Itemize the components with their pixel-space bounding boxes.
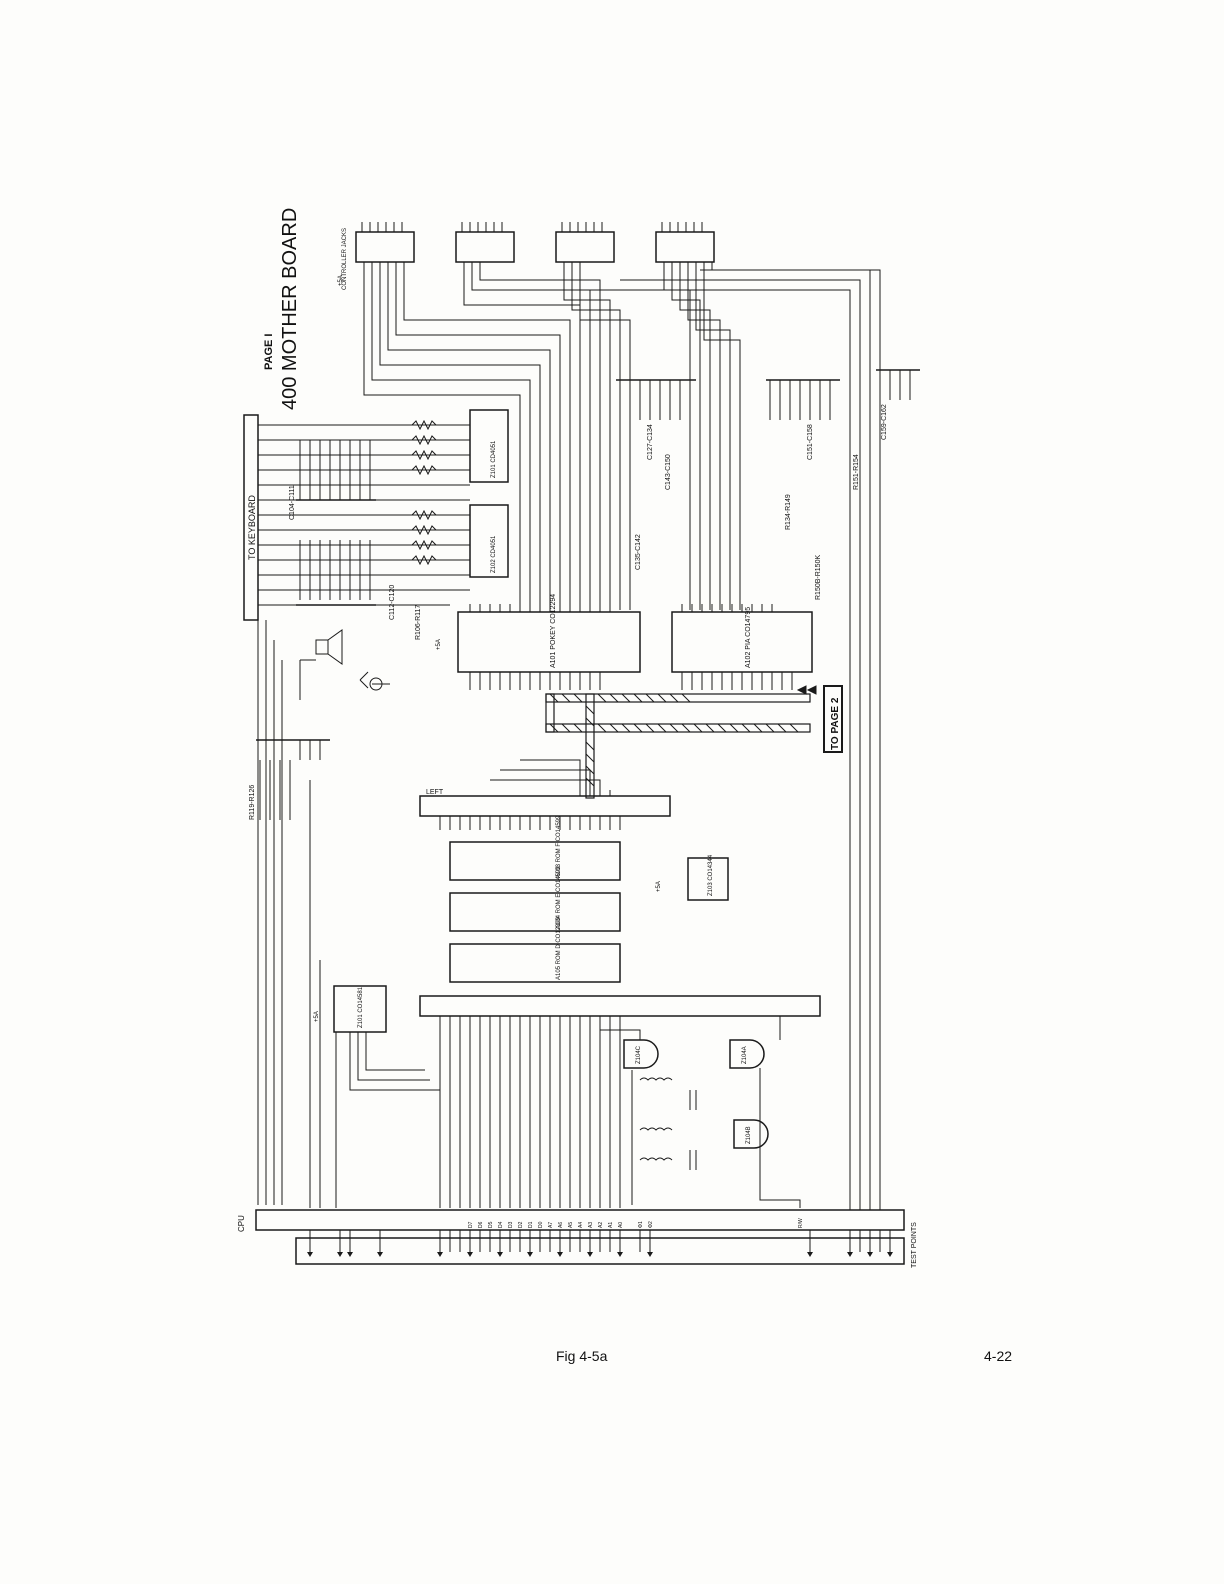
cpu-pin-phi2: Φ2 [648, 1221, 654, 1228]
gate-z104b [733, 1119, 769, 1149]
keyboard-capacitors [296, 440, 376, 606]
cpu-pin-d0: D0 [538, 1221, 544, 1228]
chip-pia [671, 611, 813, 673]
address-lines [309, 780, 621, 1208]
board-title: 400 MOTHER BOARD [279, 208, 301, 410]
chip-z101-decoder [333, 985, 387, 1033]
chip-rom-d [449, 943, 621, 983]
gate-z104a-label: Z104A [742, 1046, 748, 1064]
page2-arrows [796, 685, 817, 695]
cpu-pin-d7: D7 [468, 1221, 474, 1228]
clock-circuit [599, 1016, 801, 1208]
chip-z102-keyboard-label: Z102 CD4051 [491, 535, 497, 573]
label-c151-c158: C151-C158 [807, 424, 814, 460]
label-c127-c134: C127-C134 [647, 424, 654, 460]
chip-rom-e-label: A104 ROM E CO14599 [556, 866, 562, 929]
speaker-circuit [299, 629, 390, 700]
cpu-pin-d6: D6 [478, 1221, 484, 1228]
cpu-pin-a4: A4 [578, 1222, 584, 1228]
jack-pin-lines [361, 222, 703, 232]
cpu-pin-a0: A0 [618, 1222, 624, 1228]
to-page-2-box [823, 685, 843, 753]
chip-pokey [457, 611, 641, 673]
capacitor-bank-top [616, 369, 920, 420]
cpu-pin-labels: A0 A1 A2 A3 A4 A5 A6 A7 D0 D1 D2 D3 D4 D… [468, 1218, 804, 1228]
cartridge-pins [439, 759, 621, 830]
label-r150b-r150k: R150B-R150K [815, 555, 822, 600]
test-points-label: TEST POINTS [911, 1222, 918, 1268]
gate-z104a [729, 1039, 765, 1069]
keyboard-connector [243, 414, 259, 621]
label-c159-c162: C159-C162 [881, 404, 888, 440]
cpu-pin-a1: A1 [608, 1222, 614, 1228]
chip-pokey-label: A101 POKEY CO12294 [550, 594, 557, 668]
supply-label-1: +5A [338, 275, 344, 286]
cpu-pin-d4: D4 [498, 1221, 504, 1228]
chip-rom-d-label: A105 ROM D CO12399 [556, 916, 562, 980]
cartridge-left-label: LEFT [426, 789, 444, 796]
label-c112-c120: C112-C120 [389, 585, 396, 620]
figure-caption: Fig 4-5a [556, 1348, 608, 1364]
page-label: PAGE I [263, 334, 275, 370]
address-connector [419, 995, 821, 1017]
cpu-label: CPU [237, 1215, 246, 1232]
chip-z102-keyboard [469, 504, 509, 578]
controller-jack-2 [455, 231, 515, 263]
gate-z104c [623, 1039, 659, 1069]
chip-z103-label: Z103 CO14344 [708, 854, 714, 896]
cpu-pin-d3: D3 [508, 1221, 514, 1228]
data-bus [545, 693, 811, 799]
chip-rom-f-label: A103 ROM F CO14599 [556, 815, 562, 878]
label-r151-r154: R151-R154 [853, 454, 860, 490]
cpu-pin-a6: A6 [558, 1222, 564, 1228]
pokey-pin-ticks [469, 604, 611, 690]
label-c135-c142: C135-C142 [635, 534, 642, 570]
controller-jacks-label: CONTROLLER JACKS [342, 228, 348, 290]
cpu-pin-a2: A2 [598, 1222, 604, 1228]
supply-label-3: +5A [656, 881, 662, 892]
cpu-pin-a7: A7 [548, 1222, 554, 1228]
pia-pin-ticks [681, 604, 793, 690]
cpu-pin-d5: D5 [488, 1221, 494, 1228]
resistor-bank-left [256, 606, 330, 1205]
chip-z103 [687, 857, 729, 901]
cartridge-left-connector [419, 795, 671, 817]
controller-jack-3 [555, 231, 615, 263]
jack-output-lines [363, 262, 881, 1210]
gate-z104b-label: Z104B [746, 1126, 752, 1144]
cpu-pin-a5: A5 [568, 1222, 574, 1228]
keyboard-connector-label: TO KEYBOARD [247, 495, 257, 560]
cpu-pin-d2: D2 [518, 1221, 524, 1228]
gate-z104c-label: Z104C [636, 1045, 642, 1064]
test-point-arrows [309, 1230, 891, 1252]
supply-label-2: +5A [436, 639, 442, 650]
label-r119-r126: R119-R126 [249, 785, 256, 820]
label-r134-r149: R134-R149 [785, 494, 792, 530]
label-c143-c150: C143-C150 [665, 454, 672, 490]
cpu-pin-phi1: Φ1 [638, 1221, 644, 1228]
chip-z101-keyboard [469, 409, 509, 483]
chip-rom-f [449, 841, 621, 881]
arrow-heads [307, 1252, 893, 1257]
keyboard-resistors [411, 419, 437, 566]
chip-rom-e [449, 892, 621, 932]
controller-jack-1 [355, 231, 415, 263]
controller-jack-4 [655, 231, 715, 263]
cpu-pin-a3: A3 [588, 1222, 594, 1228]
page-number: 4-22 [984, 1348, 1013, 1364]
chip-pia-label: A102 PIA CO14795 [745, 607, 752, 668]
to-page-2-label: TO PAGE 2 [830, 697, 841, 750]
label-c104-c111: C104-C111 [289, 485, 296, 520]
chip-z101-decoder-label: Z101 CO14581 [358, 986, 364, 1028]
cpu-pin-d1: D1 [528, 1221, 534, 1228]
label-r106-r117: R106-R117 [415, 605, 422, 640]
supply-label-4: +5A [314, 1011, 320, 1022]
cpu-pin-rw: R/W [798, 1218, 804, 1228]
chip-z101-keyboard-label: Z101 CD4051 [491, 440, 497, 478]
